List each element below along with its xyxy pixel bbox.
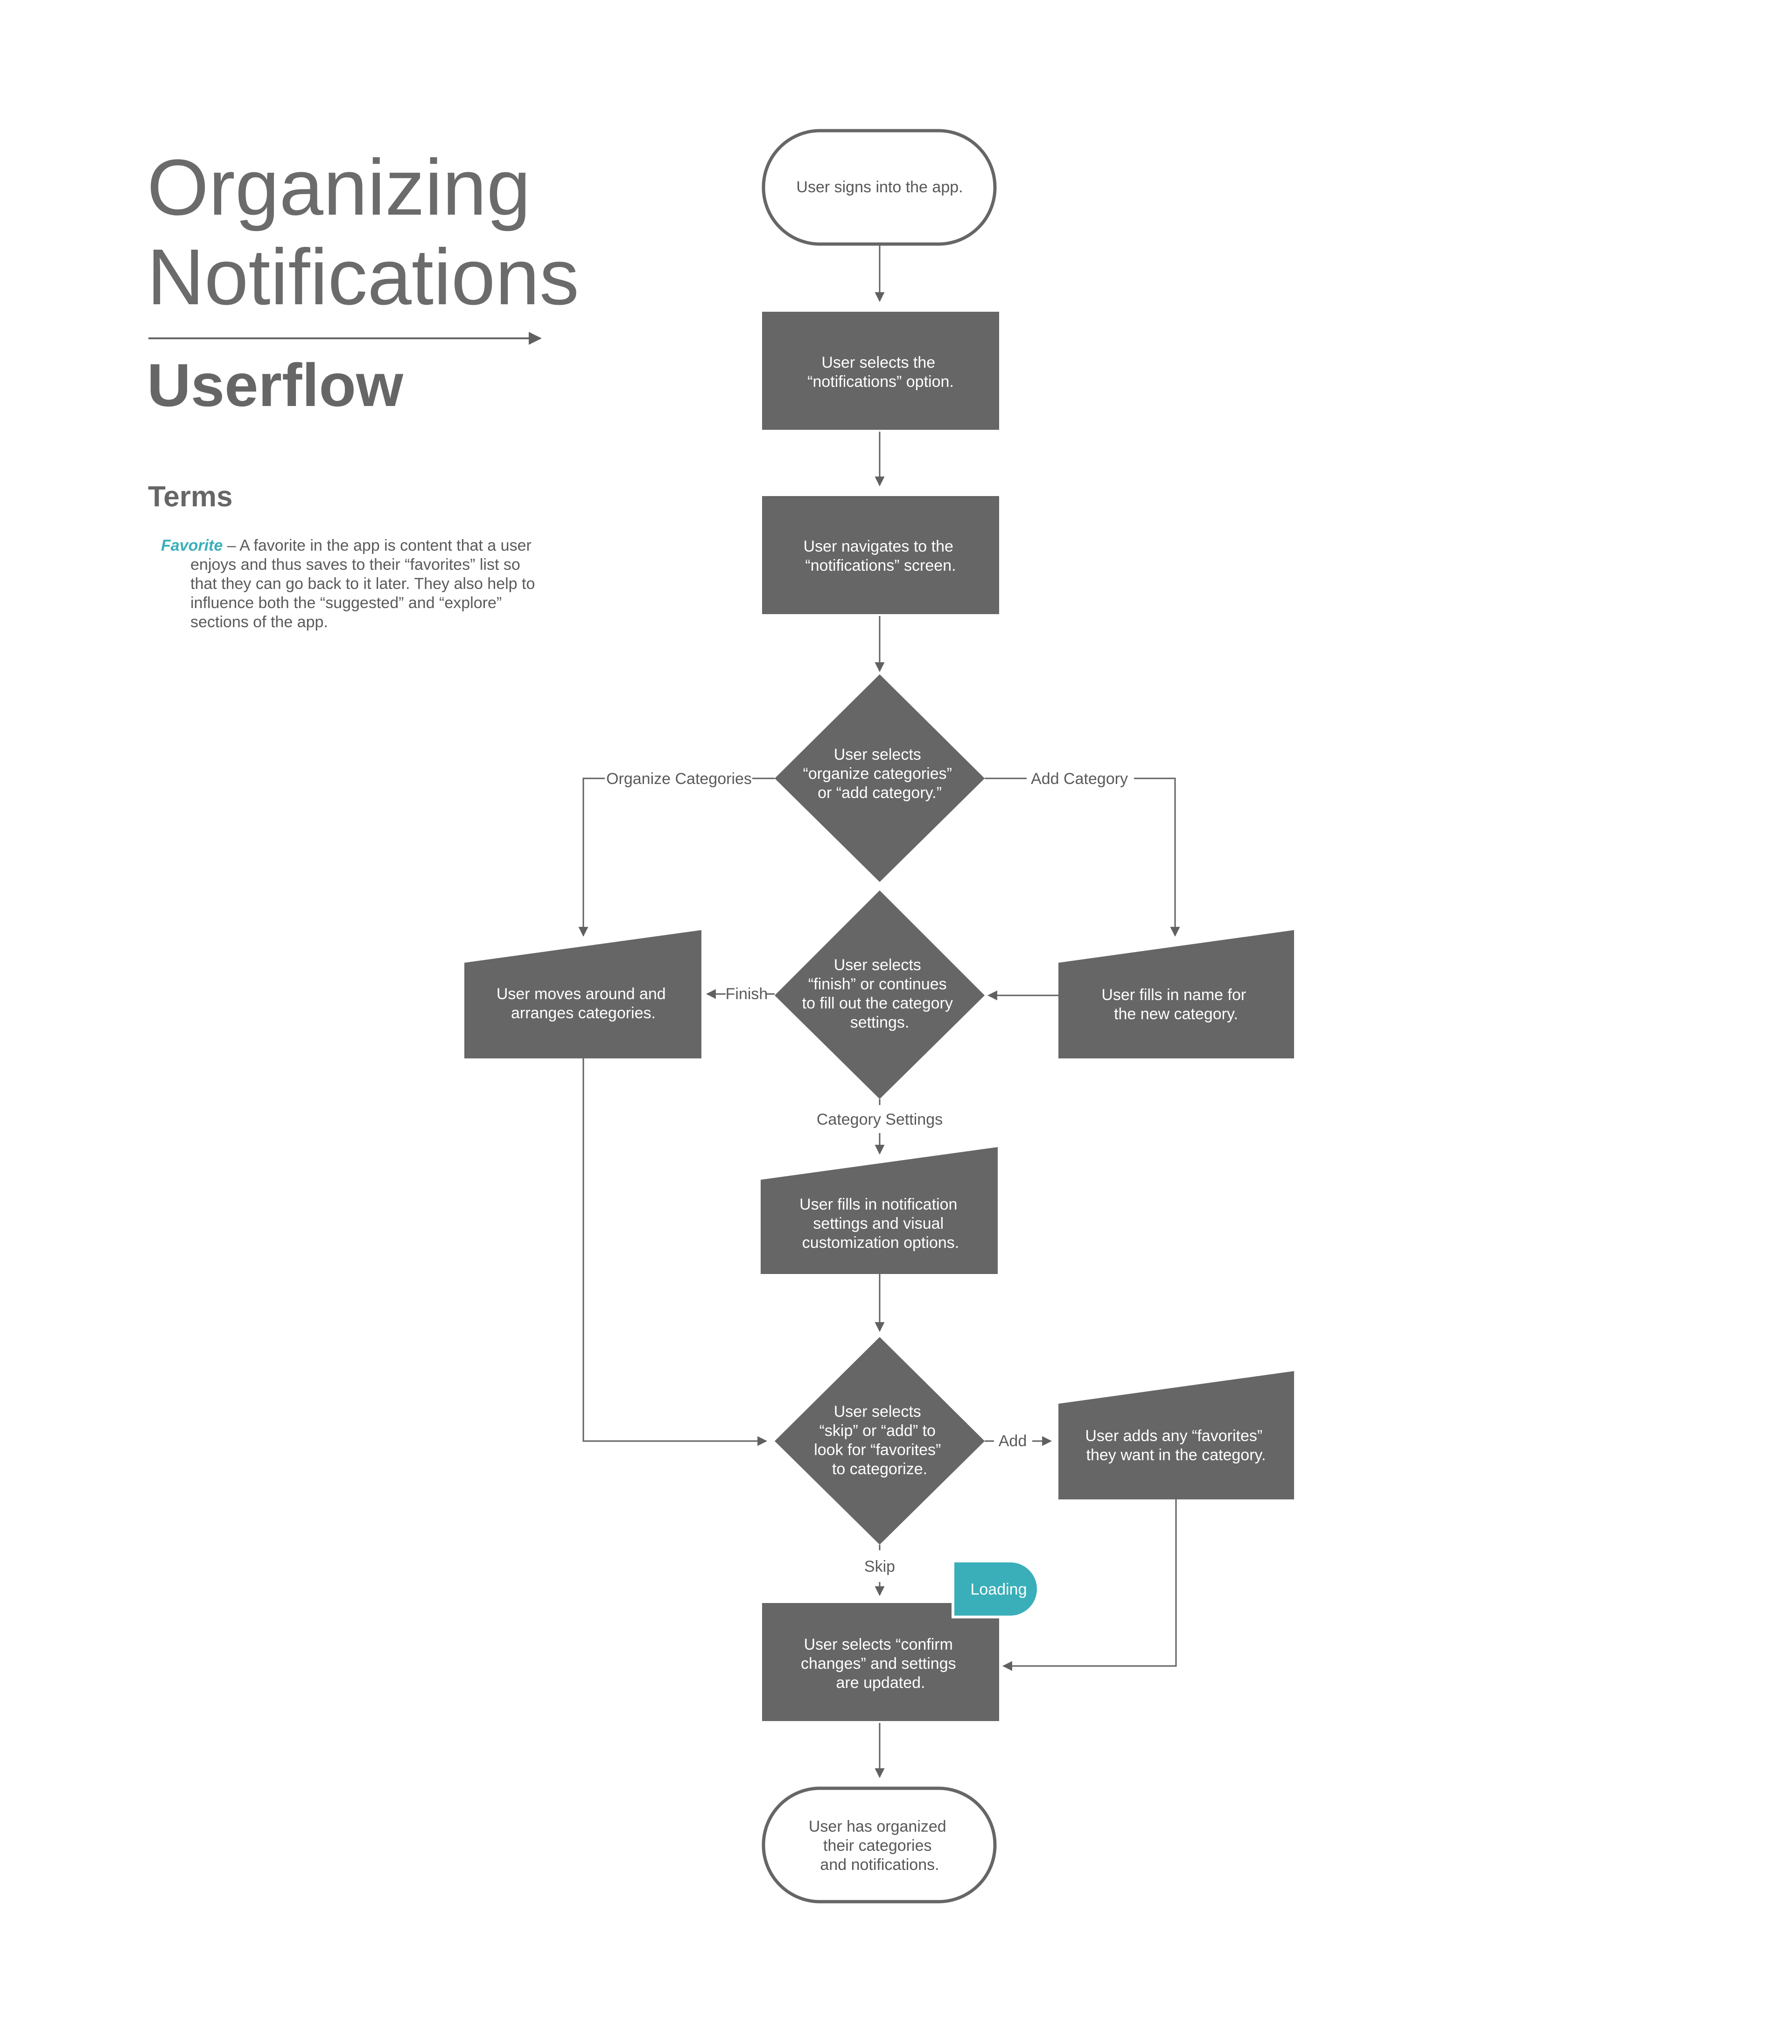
node-confirm-changes-text: User selects “confirm changes” and setti… <box>801 1636 960 1692</box>
edge-favorites-to-confirm <box>1002 1499 1177 1671</box>
node-arrange-categories-text: User moves around and arranges categorie… <box>497 985 670 1022</box>
edge-label-add-category: Add Category <box>1031 770 1128 788</box>
subtitle: Userflow <box>147 351 404 419</box>
node-select-notifications-text: User selects the “notifications” option. <box>807 354 954 391</box>
node-arrange-categories: User moves around and arranges categorie… <box>464 930 701 1058</box>
node-fill-settings-text: User fills in notification settings and … <box>799 1196 962 1252</box>
loading-badge: Loading <box>952 1560 1040 1618</box>
node-confirm-changes: User selects “confirm changes” and setti… <box>762 1603 999 1721</box>
title-line-1: Organizing <box>147 143 531 232</box>
terms-heading: Terms <box>148 481 233 513</box>
connectors <box>578 245 1180 1778</box>
term-line-3: that they can go back to it later. They … <box>190 575 535 593</box>
term-line-2: enjoys and thus saves to their “favorite… <box>190 556 520 574</box>
node-end-text: User has organized their categories and … <box>809 1818 951 1874</box>
term-line-4: influence both the “suggested” and “expl… <box>190 594 502 612</box>
node-fill-name: User fills in name for the new category. <box>1058 930 1294 1058</box>
node-decision-finish-continue: User selects “finish” or continues to fi… <box>775 890 985 1099</box>
term-line-1: – A favorite in the app is content that … <box>223 537 532 554</box>
node-decision-skip-add: User selects “skip” or “add” to look for… <box>775 1337 985 1545</box>
node-start-text: User signs into the app. <box>796 178 963 196</box>
node-decision-organize-add-text: User selects “organize categories” or “a… <box>803 746 957 802</box>
term-definition: Favorite – A favorite in the app is cont… <box>161 537 539 631</box>
edge-label-add: Add <box>999 1432 1027 1450</box>
edge-label-category-settings: Category Settings <box>817 1111 943 1128</box>
edge-label-skip: Skip <box>864 1558 895 1575</box>
node-start: User signs into the app. <box>762 129 997 246</box>
edge-label-finish: Finish <box>726 985 768 1003</box>
node-add-favorites-text: User adds any “favorites” they want in t… <box>1085 1427 1267 1464</box>
node-add-favorites: User adds any “favorites” they want in t… <box>1058 1371 1294 1499</box>
edge-arrange-to-decision3 <box>582 1058 768 1446</box>
node-decision-organize-add: User selects “organize categories” or “a… <box>775 674 985 882</box>
edge-organize-left-b <box>578 777 605 937</box>
node-decision-skip-add-text: User selects “skip” or “add” to look for… <box>814 1403 945 1478</box>
edge-add-right-b <box>1134 777 1180 937</box>
edge-label-organize-categories: Organize Categories <box>606 770 752 788</box>
node-navigate-notifications-text: User navigates to the “notifications” sc… <box>804 538 958 574</box>
term-line-5: sections of the app. <box>190 613 328 631</box>
title-line-2: Notifications <box>147 233 579 322</box>
node-fill-name-text: User fills in name for the new category. <box>1101 986 1250 1023</box>
node-fill-settings: User fills in notification settings and … <box>761 1147 998 1274</box>
node-select-notifications: User selects the “notifications” option. <box>762 312 999 430</box>
node-navigate-notifications: User navigates to the “notifications” sc… <box>762 496 999 614</box>
node-end: User has organized their categories and … <box>762 1786 997 1904</box>
node-decision-finish-continue-text: User selects “finish” or continues to fi… <box>802 956 958 1031</box>
loading-badge-text: Loading <box>970 1581 1027 1598</box>
term-favorite: Favorite <box>161 537 223 554</box>
